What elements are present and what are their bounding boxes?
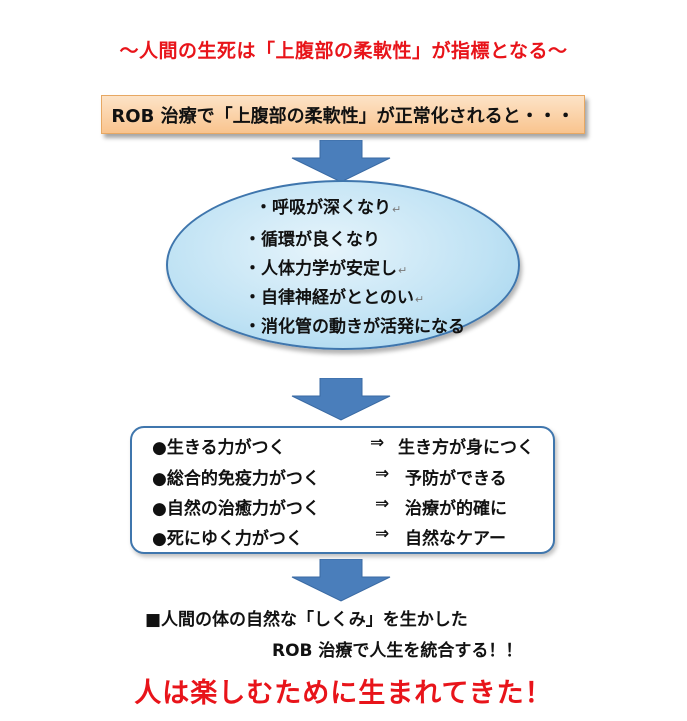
slogan: 人は楽しむために生まれてきた！ (134, 678, 553, 709)
down-arrow-icon (291, 378, 391, 421)
conclusion-line-2: ROB 治療で人生を統合する！！ (272, 641, 523, 661)
benefits-ellipse (166, 180, 520, 350)
ellipse-item: ・人体力学が安定し↵ (244, 259, 408, 279)
result-cause: ●生きる力がつく (152, 438, 286, 458)
down-arrow-icon (291, 559, 391, 602)
result-arrow: ⇒ (375, 524, 390, 544)
ellipse-item: ・循環が良くなり (244, 230, 380, 250)
ellipse-item: ・自律神経がととのい↵ (244, 288, 425, 308)
result-cause: ●自然の治癒力がつく (152, 499, 320, 519)
result-effect: 生き方が身につく (398, 438, 534, 458)
result-effect: 予防ができる (405, 469, 507, 489)
result-effect: 自然なケアー (405, 529, 506, 549)
results-box (130, 426, 555, 554)
rob-treatment-box: ROB 治療で「上腹部の柔軟性」が正常化されると・・・ (101, 95, 585, 134)
ellipse-item: ・消化管の動きが活発になる (244, 317, 465, 337)
result-arrow: ⇒ (370, 433, 385, 453)
result-arrow: ⇒ (375, 494, 390, 514)
ellipse-item: ・呼吸が深くなり↵ (255, 198, 402, 218)
result-arrow: ⇒ (375, 464, 390, 484)
page-title: 〜人間の生死は「上腹部の柔軟性」が指標となる〜 (119, 40, 568, 62)
conclusion-line-1: ■人間の体の自然な「しくみ」を生かした (145, 610, 468, 630)
result-cause: ●総合的免疫力がつく (152, 469, 320, 489)
result-cause: ●死にゆく力がつく (152, 529, 303, 549)
result-effect: 治療が的確に (405, 499, 507, 519)
down-arrow-icon (291, 140, 391, 183)
rob-treatment-text: ROB 治療で「上腹部の柔軟性」が正常化されると・・・ (111, 105, 575, 127)
